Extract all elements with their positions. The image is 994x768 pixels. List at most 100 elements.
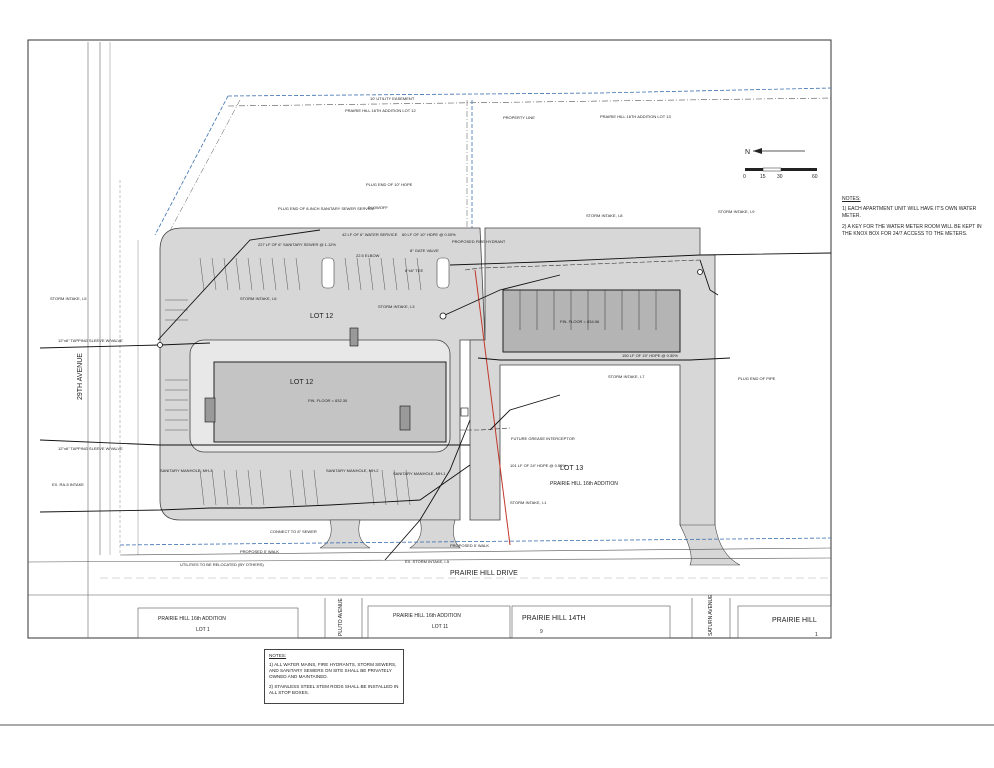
label-south-lot11: LOT 11 — [432, 624, 448, 630]
island-2 — [436, 257, 450, 289]
grease-interceptor — [349, 327, 359, 347]
callout-101lf: 101 LF OF 24" HDPE @ 0.50% — [510, 463, 566, 468]
utility-lines-dashed — [460, 259, 701, 431]
manhole-2 — [157, 342, 163, 348]
callout-tee: 6"x6" TEE — [405, 268, 423, 273]
south-lot-right — [737, 605, 832, 639]
notes-general-item-2: 2) A KEY FOR THE WATER METER ROOM WILL B… — [842, 224, 982, 237]
manhole-3 — [697, 269, 703, 275]
north-label: N — [745, 149, 750, 156]
south-walk-2 — [119, 547, 832, 556]
scale-tick-60: 60 — [812, 174, 818, 180]
callout-gate-valve: 8" GATE VALVE — [410, 248, 439, 253]
south-lot-11 — [367, 605, 511, 639]
manhole-1 — [439, 312, 447, 320]
service-box — [399, 405, 411, 431]
drive-entry-pluto — [319, 519, 371, 549]
label-fin-floor-east: FIN. FLOOR = 834.06 — [560, 319, 600, 324]
callout-intake-i8: STORM INTAKE, I-8 — [586, 213, 623, 218]
notes-general-title: NOTES: — [842, 196, 861, 202]
notes-general-item-1: 1) EACH APARTMENT UNIT WILL HAVE IT'S OW… — [842, 206, 977, 219]
callout-150lf: 150 LF OF 15" HDPE @ 0.50% — [622, 353, 678, 358]
label-utilities-relocated: UTILITIES TO BE RELOCATED (BY OTHERS) — [180, 562, 264, 567]
notes-utilities-title: NOTES: — [269, 653, 287, 658]
south-lot-1 — [137, 607, 299, 639]
utility-lines — [39, 229, 832, 561]
callout-elbow: 22.5 ELBOW — [356, 253, 380, 258]
street-prairie-hill-drive: PRAIRIE HILL DRIVE — [450, 570, 518, 577]
callout-intake-i7: STORM INTAKE, I-7 — [608, 374, 645, 379]
callout-mh1: SANITARY MANHOLE, MH-1 — [393, 471, 446, 476]
street-saturn-avenue: SATURN AVENUE — [708, 594, 714, 636]
label-south-lot1: LOT 1 — [196, 627, 210, 633]
east-building — [502, 289, 681, 353]
label-property-line: PROPERTY LINE — [503, 115, 535, 120]
label-south-14th-lot: 9 — [540, 629, 543, 635]
label-lot12: LOT 12 — [310, 313, 333, 320]
drive-entry-east — [679, 524, 741, 566]
parking-stalls-west — [165, 299, 188, 431]
scale-bar — [745, 167, 817, 172]
callout-plug-10in: PLUG END OF 10" HDPE — [366, 182, 413, 187]
east-building-stalls — [519, 290, 657, 330]
parking-stalls-bottom — [199, 469, 411, 506]
street-29th-avenue: 29TH AVENUE — [77, 353, 84, 400]
callout-60lf: 60 LF OF 10" HDPE @ 0.00% — [402, 232, 456, 237]
property-line-top — [227, 97, 832, 107]
callout-connect-8in: CONNECT TO 8" SEWER — [270, 529, 317, 534]
callout-intake-i3: STORM INTAKE, I-3 — [378, 304, 415, 309]
street-curb-north — [27, 557, 832, 563]
property-line-diag — [154, 95, 229, 236]
callout-plug-8in: PLUG END OF 8-INCH SANITARY SEWER SERVIC… — [278, 206, 375, 211]
label-south-lot11-name: PRAIRIE HILL 16th ADDITION — [393, 613, 461, 619]
scale-tick-30: 30 — [777, 174, 783, 180]
label-utility-easement: 10' UTILITY EASEMENT — [370, 96, 415, 101]
street-pluto-avenue: PLUTO AVENUE — [338, 597, 344, 636]
callout-grease: FUTURE GREASE INTERCEPTOR — [511, 436, 575, 441]
drive-entry-mid — [409, 519, 461, 549]
callout-intake-i1: STORM INTAKE, I-1 — [510, 500, 547, 505]
callout-intake-i9: STORM INTAKE, I-9 — [718, 209, 755, 214]
scale-tick-0: 0 — [743, 174, 746, 180]
callout-mh2: SANITARY MANHOLE, MH-2 — [326, 468, 379, 473]
label-lot13: LOT 13 — [560, 465, 583, 472]
label-lot12-top: PRAIRIE HILL 16TH ADDITION LOT 12 — [345, 108, 416, 113]
callout-intake-i5: STORM INTAKE, I-5 — [50, 296, 87, 301]
island-1 — [321, 257, 335, 289]
notes-utilities-item-2: 2) STAINLESS STEEL STEM RODS SHALL BE IN… — [269, 684, 399, 695]
callout-blowoff: BLOWOFF — [368, 205, 388, 210]
label-lot12-building: LOT 12 — [290, 379, 313, 386]
callout-227lf: 227 LF OF 6" SANITARY SEWER @ 1.12% — [258, 242, 336, 247]
property-line-red — [474, 269, 511, 546]
notes-utilities-item-1: 1) ALL WATER MAINS, FIRE HYDRANTS, STORM… — [269, 662, 397, 679]
notes-utilities: NOTES: 1) ALL WATER MAINS, FIRE HYDRANTS… — [264, 649, 404, 704]
callout-ex-intake: EX. STORM INTAKE, I-5 — [405, 559, 450, 564]
callout-hydrant: PROPOSED FIRE HYDRANT — [452, 239, 506, 244]
callout-plug-pipe: PLUG END OF PIPE — [738, 376, 776, 381]
callout-mh3: SANITARY MANHOLE, MH-3 — [160, 468, 213, 473]
callout-tapping-sleeve-2: 12"x6" TAPPING SLEEVE W/VALVE — [58, 446, 123, 451]
label-south-right-lot: 1 — [815, 632, 818, 638]
callout-intake-i6: STORM INTAKE, I-6 — [240, 296, 277, 301]
label-south-right-name: PRAIRIE HILL — [772, 617, 817, 624]
service-box-2 — [204, 397, 216, 423]
intake-1 — [460, 407, 469, 417]
label-south-lot1-name: PRAIRIE HILL 16th ADDITION — [158, 616, 226, 622]
utility-easement-line — [227, 87, 832, 97]
scale-tick-15: 15 — [760, 174, 766, 180]
label-proposed-walk: PROPOSED 5' WALK — [240, 549, 279, 554]
label-south-14th-name: PRAIRIE HILL 14TH — [522, 615, 586, 622]
south-lot-14th — [511, 605, 671, 639]
label-lot13-top: PRAIRIE HILL 16TH ADDITION LOT 13 — [600, 114, 671, 119]
callout-42lf: 42 LF OF 6" WATER SERVICE — [342, 232, 398, 237]
easement-diag — [164, 99, 241, 241]
label-proposed-walk-2: PROPOSED 5' WALK — [450, 543, 489, 548]
label-lot13-side: PRAIRIE HILL 16th ADDITION — [550, 481, 618, 487]
south-walk-1 — [119, 537, 832, 546]
label-fin-floor-main: FIN. FLOOR = 832.30 — [308, 398, 348, 403]
callout-tapping-sleeve-1: 12"x6" TAPPING SLEEVE W/VALVE — [58, 338, 123, 343]
parking-stalls-top — [199, 257, 422, 291]
callout-ex-ra5: EX. RA-5 INTAKE — [52, 482, 84, 487]
notes-general: NOTES: 1) EACH APARTMENT UNIT WILL HAVE … — [842, 196, 990, 242]
